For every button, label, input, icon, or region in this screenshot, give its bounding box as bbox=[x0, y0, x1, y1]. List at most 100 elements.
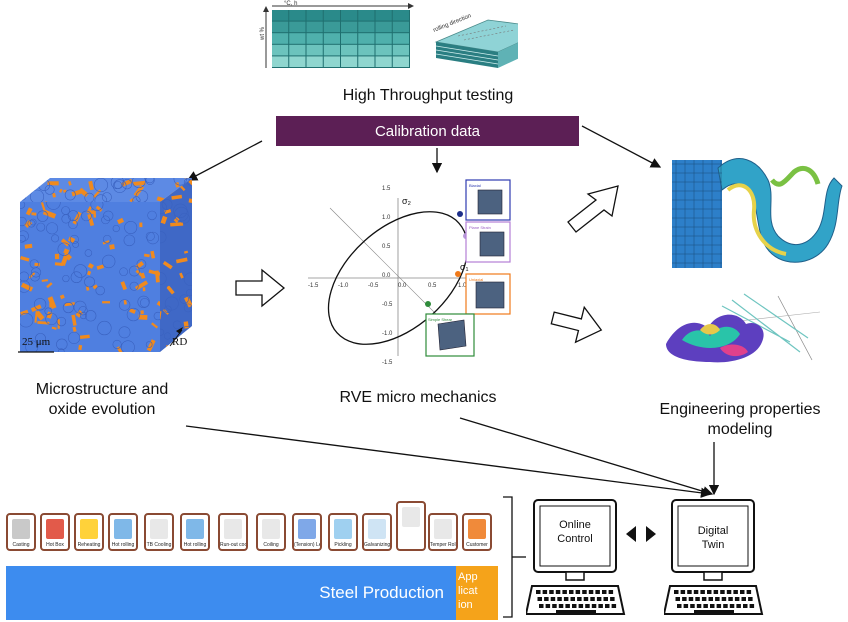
high-throughput-title: High Throughput testing bbox=[342, 87, 514, 104]
arrow-calib-to-engineering bbox=[581, 125, 662, 168]
digital-twin-line1: Digital bbox=[697, 525, 729, 537]
online-control-computer bbox=[526, 499, 626, 615]
inset-simple-shear: Simple Shear bbox=[425, 313, 475, 357]
svg-text:Biaxial: Biaxial bbox=[469, 183, 481, 188]
microstructure-cube bbox=[18, 178, 192, 353]
process-tile-label: Pickling bbox=[334, 542, 352, 548]
hollow-arrow-rve-to-yield-surface bbox=[550, 305, 603, 344]
process-step-icon bbox=[12, 519, 30, 539]
process-step-icon bbox=[434, 519, 452, 539]
x-tick-label: 1.0 bbox=[458, 283, 467, 289]
digital-twin-computer bbox=[664, 499, 764, 615]
digital-twin-label: Digital Twin bbox=[678, 524, 748, 552]
process-tile: Run-out cooling bbox=[218, 513, 248, 551]
double-arrow-right bbox=[646, 526, 656, 542]
process-tile: Reheating bbox=[74, 513, 104, 551]
process-tile bbox=[396, 501, 426, 551]
process-step-icon bbox=[298, 519, 316, 539]
grid-axis-x-label: °C, h bbox=[284, 1, 297, 7]
steel-production-bar: Steel Production bbox=[6, 566, 456, 620]
process-tile-label: Casting bbox=[12, 542, 30, 548]
grid-axis-y-label: wt % bbox=[260, 26, 266, 41]
hollow-arrow-rve-to-fem bbox=[567, 185, 619, 233]
process-tile-label: Coiling bbox=[263, 542, 279, 548]
application-box: App licat ion bbox=[456, 566, 498, 620]
y-tick-label: -1.5 bbox=[382, 360, 393, 364]
process-tile-label: Hot Box bbox=[46, 542, 64, 548]
process-tile: Hot rolling bbox=[108, 513, 138, 551]
process-step-icon bbox=[224, 519, 242, 539]
y-tick-label: 1.5 bbox=[382, 186, 391, 192]
sigma1-label: σ₁ bbox=[460, 262, 469, 272]
point-uniaxial bbox=[455, 271, 461, 277]
process-tile: Casting bbox=[6, 513, 36, 551]
scale-label: 25 μm bbox=[22, 336, 51, 348]
process-step-icon bbox=[150, 519, 168, 539]
process-step-icon bbox=[368, 519, 386, 539]
process-step-icon bbox=[114, 519, 132, 539]
inset-uniaxial: Uniaxial bbox=[465, 273, 511, 315]
calibration-data-box: Calibration data bbox=[276, 116, 579, 146]
rve-title: RVE micro mechanics bbox=[339, 389, 497, 406]
process-tile: Coiling bbox=[256, 513, 286, 551]
process-tile-label: (Tension) Leveling bbox=[294, 542, 320, 548]
process-step-icon bbox=[80, 519, 98, 539]
process-tile: (Tension) Leveling bbox=[292, 513, 322, 551]
online-control-line2: Control bbox=[557, 533, 593, 545]
process-tile: Temper Rolling bbox=[428, 513, 458, 551]
application-line2: licat bbox=[458, 585, 478, 597]
engineering-title: Engineering properties modeling bbox=[640, 400, 840, 440]
y-tick-label: -0.5 bbox=[382, 302, 393, 308]
process-step-icon bbox=[402, 507, 420, 527]
arrow-rve-to-twin bbox=[459, 417, 714, 497]
engineering-title-line1: Engineering properties bbox=[659, 401, 821, 418]
y-tick-labels: 1.51.00.50.0-0.5-1.0-1.5 bbox=[382, 186, 393, 364]
svg-text:Simple Shear: Simple Shear bbox=[428, 317, 453, 322]
point-simple-shear bbox=[425, 301, 431, 307]
double-arrow-left bbox=[626, 526, 636, 542]
process-tile: Customer bbox=[462, 513, 492, 551]
composition-grid bbox=[263, 3, 414, 68]
process-tile-label: Run-out cooling bbox=[220, 542, 246, 548]
y-tick-label: 0.5 bbox=[382, 244, 391, 250]
hollow-arrow-microstructure-to-rve bbox=[235, 268, 286, 308]
process-bracket bbox=[503, 496, 513, 618]
y-tick-label: 0.0 bbox=[382, 273, 391, 279]
online-control-label: Online Control bbox=[540, 518, 610, 546]
svg-text:Plane Strain: Plane Strain bbox=[469, 225, 491, 230]
inset-biaxial: Biaxial bbox=[465, 179, 511, 221]
x-tick-label: -1.5 bbox=[308, 283, 319, 289]
process-tile-label: Customer bbox=[466, 542, 488, 548]
x-tick-label: -0.5 bbox=[368, 283, 379, 289]
digital-twin-line2: Twin bbox=[701, 539, 725, 551]
process-step-icon bbox=[468, 519, 486, 539]
inset-plane-strain: Plane Strain bbox=[465, 221, 511, 263]
microstructure-title: Microstructure and oxide evolution bbox=[14, 380, 190, 420]
sigma2-label: σ₂ bbox=[402, 196, 412, 206]
svg-text:Uniaxial: Uniaxial bbox=[469, 277, 483, 282]
point-biaxial bbox=[457, 211, 463, 217]
x-tick-label: -1.0 bbox=[338, 283, 349, 289]
process-step-icon bbox=[262, 519, 280, 539]
fem-mesh-model bbox=[672, 158, 843, 268]
process-tile-label: TB Cooling bbox=[146, 542, 172, 548]
engineering-title-line2: modeling bbox=[707, 421, 773, 438]
online-control-line1: Online bbox=[559, 519, 591, 531]
process-tile: Hot rolling bbox=[180, 513, 210, 551]
x-tick-label: 0.0 bbox=[398, 283, 407, 289]
arrow-microstructure-to-twin bbox=[185, 425, 712, 498]
process-tile-label: Reheating bbox=[77, 542, 101, 548]
process-step-icon bbox=[186, 519, 204, 539]
process-tile: TB Cooling bbox=[144, 513, 174, 551]
process-tile: Pickling bbox=[328, 513, 358, 551]
arrow-calib-to-microstructure bbox=[186, 140, 263, 181]
microstructure-title-line2: oxide evolution bbox=[48, 401, 156, 418]
application-line1: App bbox=[458, 571, 478, 583]
process-tile-label: Hot rolling bbox=[111, 542, 135, 548]
rolled-slab-stack bbox=[434, 19, 518, 68]
y-tick-label: 1.0 bbox=[382, 215, 391, 221]
process-tile-label: Galvanizing bbox=[364, 542, 390, 548]
microstructure-title-line1: Microstructure and bbox=[35, 381, 169, 398]
application-line3: ion bbox=[458, 599, 473, 611]
